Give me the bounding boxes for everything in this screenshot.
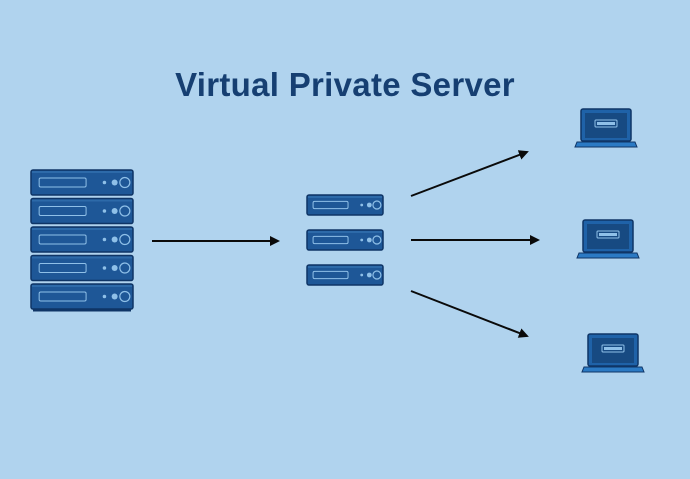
clients-group [574, 108, 645, 373]
virtual-server-2-icon [306, 229, 384, 251]
rack-unit-4 [30, 254, 134, 282]
physical-server-rack-icon [30, 169, 134, 312]
laptop-3-icon [581, 333, 645, 373]
rack-unit-3 [30, 226, 134, 253]
virtual-server-3-icon [306, 264, 384, 286]
rack-unit-2 [30, 197, 134, 225]
arrow-to-client-1 [410, 150, 529, 197]
rack-unit-1 [30, 169, 134, 196]
rack-base [33, 308, 131, 312]
virtual-servers-group [306, 194, 384, 286]
virtual-server-1-icon [306, 194, 384, 216]
rack-unit-5 [30, 283, 134, 310]
laptop-2-icon [576, 219, 640, 259]
arrow-to-client-3 [410, 290, 529, 338]
diagram-title: Virtual Private Server [175, 66, 515, 103]
laptop-1-icon [574, 108, 638, 148]
